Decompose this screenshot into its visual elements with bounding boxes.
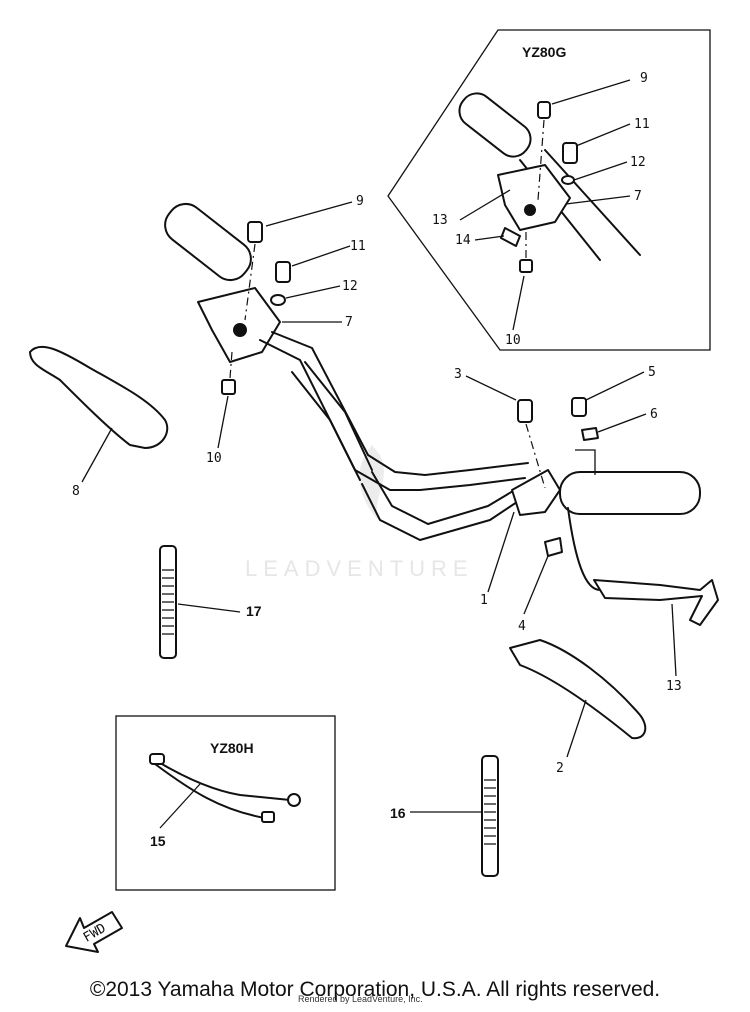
cable-strap-17 [159, 545, 177, 659]
callout-top-14: 14 [455, 233, 471, 248]
inset-yz80h: YZ80H [115, 715, 336, 891]
callout-main-10: 10 [206, 451, 222, 466]
callout-main-12: 12 [342, 279, 358, 294]
callout-top-10: 10 [505, 333, 521, 348]
callout-top-9: 9 [640, 71, 648, 86]
callout-8: 8 [72, 484, 80, 499]
callout-15: 15 [150, 833, 166, 849]
callout-6: 6 [650, 407, 658, 422]
callout-17: 17 [246, 603, 262, 619]
copyright-notice: ©2013 Yamaha Motor Corporation, U.S.A. A… [89, 978, 661, 1001]
callout-main-9: 9 [356, 194, 364, 209]
brake-lever [509, 639, 647, 740]
callouts: 9 11 12 7 13 14 10 9 11 12 7 10 8 3 5 6 … [72, 71, 682, 849]
callout-13: 13 [666, 679, 682, 694]
leader-lines [81, 79, 677, 829]
handlebar [259, 331, 529, 541]
fwd-arrow-icon: FWD [65, 911, 123, 953]
callout-top-7: 7 [634, 189, 642, 204]
callout-top-12: 12 [630, 155, 646, 170]
callout-5: 5 [648, 365, 656, 380]
callout-top-13: 13 [432, 213, 448, 228]
right-grip-assembly [511, 397, 719, 626]
watermark: LEADVENTURE [245, 445, 474, 581]
callout-2: 2 [556, 761, 564, 776]
inset-yz80h-label: YZ80H [210, 740, 254, 756]
clutch-lever [29, 345, 169, 449]
cable-strap-16 [481, 755, 499, 877]
watermark-text: LEADVENTURE [245, 556, 474, 581]
rendered-by-note: Rendered by LeadVenture, Inc. [298, 994, 423, 1004]
callout-main-11: 11 [350, 239, 366, 254]
callout-16: 16 [390, 805, 406, 821]
inset-yz80g-label: YZ80G [522, 44, 566, 60]
callout-top-11: 11 [634, 117, 650, 132]
callout-3: 3 [454, 367, 462, 382]
callout-main-7: 7 [345, 315, 353, 330]
inset-yz80g: YZ80G [387, 29, 711, 351]
callout-4: 4 [518, 619, 526, 634]
left-grip-assembly [164, 202, 291, 395]
callout-1: 1 [480, 593, 488, 608]
